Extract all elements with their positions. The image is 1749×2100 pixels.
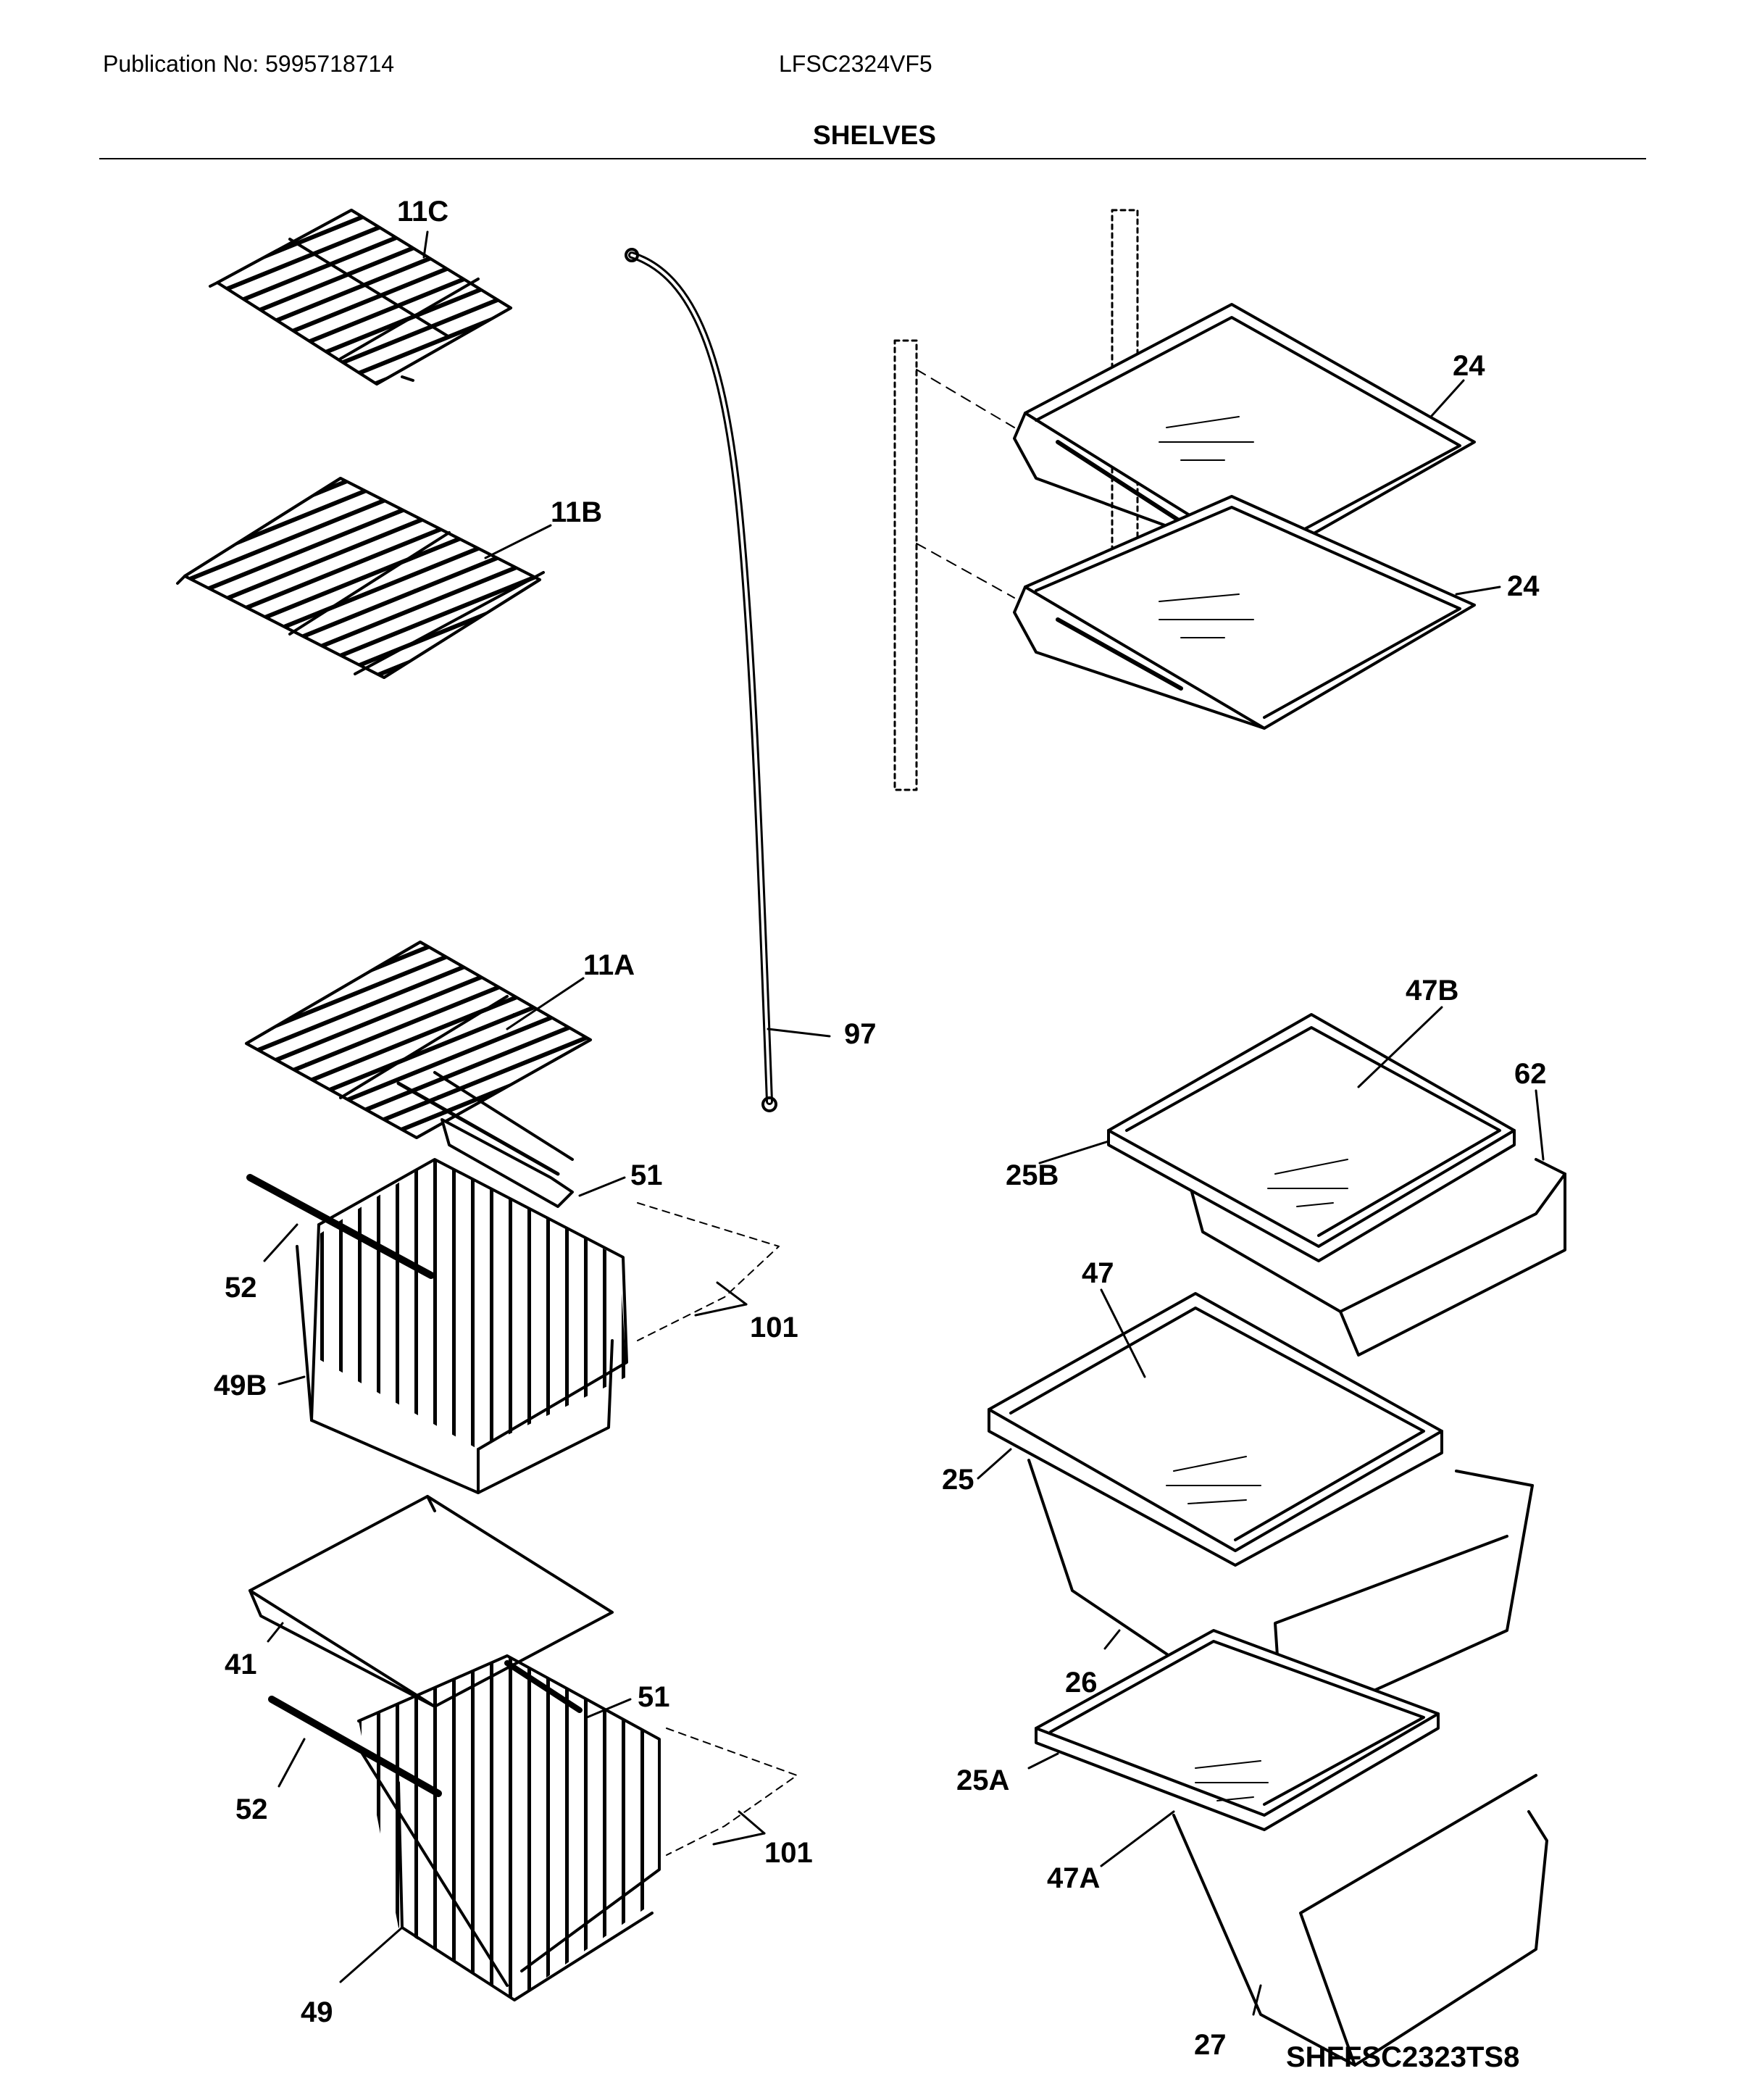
wire-shelf-11C <box>209 209 512 386</box>
part-label-49: 49 <box>301 1996 333 2028</box>
part-label-25A: 25A <box>956 1764 1009 1796</box>
part-label-51-lower: 51 <box>638 1681 670 1713</box>
basket-49B <box>246 1158 780 1494</box>
part-label-25: 25 <box>942 1464 974 1496</box>
part-label-101-upper: 101 <box>750 1312 798 1343</box>
part-label-101-lower: 101 <box>764 1837 813 1869</box>
section-title: SHELVES <box>813 120 936 150</box>
model-number: LFSC2324VF5 <box>779 51 932 77</box>
part-label-27: 27 <box>1194 2029 1227 2061</box>
part-label-24-lower: 24 <box>1507 570 1540 602</box>
basket-49 <box>268 1654 798 2001</box>
bracket-51-upper <box>441 1118 574 1208</box>
publication-number: Publication No: 5995718714 <box>103 51 395 77</box>
part-label-49B: 49B <box>214 1370 267 1401</box>
shelf-rails <box>893 209 1139 791</box>
part-label-11C: 11C <box>397 196 448 228</box>
part-label-47A: 47A <box>1047 1862 1100 1894</box>
cover-shelf-41 <box>249 1495 614 1708</box>
part-label-11B: 11B <box>551 496 602 528</box>
crisper-drawer-27 <box>1035 1629 1548 2067</box>
glass-shelf-24-upper <box>1013 303 1476 563</box>
part-label-25B: 25B <box>1006 1159 1059 1191</box>
part-label-24-upper: 24 <box>1453 350 1485 382</box>
part-label-52-upper: 52 <box>225 1272 257 1304</box>
wire-shelf-11B <box>176 477 545 679</box>
part-label-52-lower: 52 <box>235 1793 268 1825</box>
part-label-51-upper: 51 <box>630 1159 663 1191</box>
crisper-drawer-62 <box>1107 1013 1566 1357</box>
part-label-41: 41 <box>225 1649 257 1680</box>
part-label-62: 62 <box>1514 1058 1547 1090</box>
glass-shelf-24-lower <box>1013 495 1476 730</box>
part-label-97: 97 <box>844 1018 877 1050</box>
diagram-code: SHFFSC2323TS8 <box>1286 2041 1519 2073</box>
part-label-26: 26 <box>1065 1667 1098 1699</box>
wire-shelf-11A <box>245 941 592 1176</box>
tube-97 <box>628 251 773 1105</box>
leader-lines <box>263 230 1545 2016</box>
part-label-11A: 11A <box>583 949 635 981</box>
header-divider <box>99 158 1646 159</box>
part-label-47B: 47B <box>1406 975 1458 1007</box>
part-label-47: 47 <box>1082 1257 1114 1289</box>
